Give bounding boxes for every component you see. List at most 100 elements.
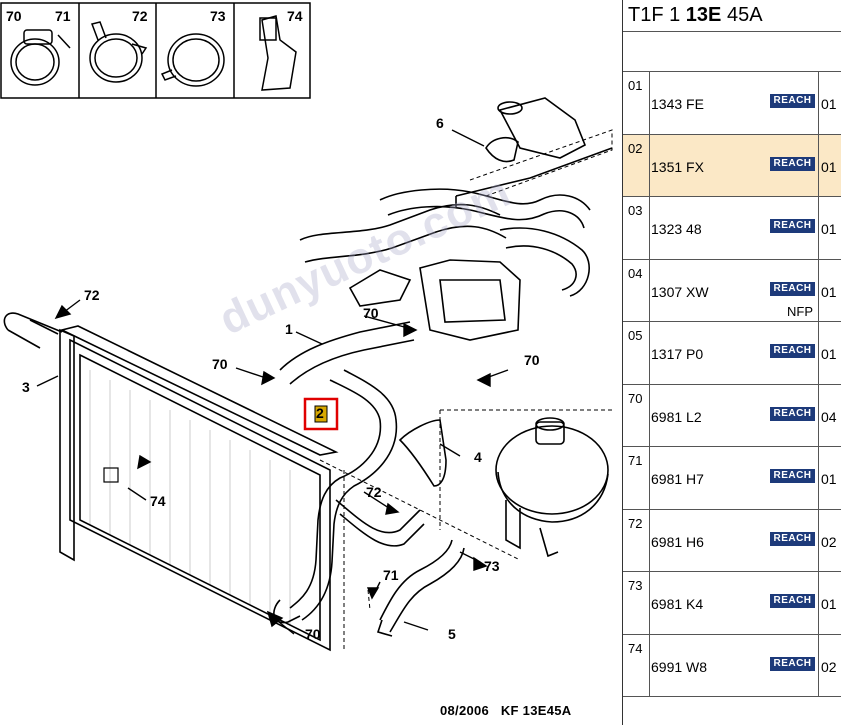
callout-70-upper: 70: [363, 305, 379, 321]
parts-row[interactable]: 71 6981 H7 REACH 01: [623, 447, 841, 510]
callout-73: 73: [484, 558, 500, 574]
reach-badge[interactable]: REACH: [770, 281, 815, 296]
clip-legend: [0, 2, 311, 99]
reach-badge[interactable]: REACH: [770, 531, 815, 546]
callout-4: 4: [474, 449, 482, 465]
leader-lines: [36, 129, 509, 635]
part-number: 1307 XW: [651, 283, 709, 300]
reach-badge[interactable]: REACH: [770, 344, 815, 358]
callout-3: 3: [22, 379, 30, 395]
parts-row[interactable]: 05 1317 P0 REACH 01: [623, 322, 841, 385]
reach-badge[interactable]: REACH: [770, 594, 815, 608]
quantity: 01: [821, 346, 837, 362]
quantity: 01: [821, 158, 837, 175]
row-divider: [818, 634, 819, 696]
row-index: 02: [628, 140, 643, 156]
callout-6: 6: [436, 115, 444, 131]
row-index: 01: [628, 78, 643, 93]
row-index: 70: [628, 390, 643, 406]
row-divider: [818, 447, 819, 509]
quantity: 01: [821, 596, 837, 612]
part-number: 6981 H7: [651, 471, 704, 487]
callout-72-mid: 72: [366, 484, 382, 500]
callout-70-left: 70: [212, 356, 228, 372]
legend-label-70: 70: [6, 8, 22, 24]
engine-hoses: [299, 97, 613, 341]
expansion-tank: [495, 417, 609, 558]
quantity: 01: [821, 221, 837, 237]
bleed-pipe: [398, 419, 447, 487]
row-divider: [818, 72, 819, 134]
callout-71: 71: [383, 567, 399, 583]
row-index: 03: [628, 203, 643, 218]
row-index: 71: [628, 453, 643, 468]
row-divider: [649, 134, 650, 196]
row-divider: [649, 509, 650, 571]
row-divider: [649, 572, 650, 634]
quantity: 01: [821, 471, 837, 487]
legend-label-72: 72: [132, 8, 148, 24]
callout-74: 74: [150, 493, 166, 509]
callout-70-right: 70: [524, 352, 540, 368]
reach-badge[interactable]: REACH: [770, 94, 815, 108]
row-index: 05: [628, 328, 643, 343]
header-divider: [623, 31, 841, 32]
row-index: 73: [628, 578, 643, 593]
part-number: 1351 FX: [651, 158, 704, 175]
part-number: 1323 48: [651, 221, 702, 237]
part-number: 6991 W8: [651, 658, 708, 675]
row-divider: [649, 197, 650, 259]
legend-label-74: 74: [287, 8, 303, 24]
row-index: 74: [628, 640, 643, 656]
parts-row[interactable]: 02 1351 FX REACH 01: [623, 134, 841, 197]
parts-row[interactable]: 01 1343 FE REACH 01: [623, 72, 841, 135]
reach-badge[interactable]: REACH: [770, 406, 815, 421]
row-divider: [818, 197, 819, 259]
legend-label-73: 73: [210, 8, 226, 24]
reference-bold: 13E: [685, 4, 722, 26]
drawing-reference-footer: 08/2006 KF 13E45A: [440, 703, 572, 718]
row-index: 72: [628, 515, 643, 531]
highlight-box: [303, 397, 339, 431]
row-divider: [649, 384, 650, 446]
reach-badge[interactable]: REACH: [770, 156, 815, 171]
diagram-drawing: [0, 2, 613, 652]
row-divider: [818, 322, 819, 384]
row-divider: [818, 572, 819, 634]
row-note: NFP: [787, 303, 813, 319]
row-divider: [649, 259, 650, 321]
callout-70-lower: 70: [305, 626, 321, 642]
radiator: [3, 312, 339, 652]
row-divider: [649, 447, 650, 509]
row-index: 04: [628, 265, 643, 281]
reach-badge[interactable]: REACH: [770, 219, 815, 233]
part-number: 1317 P0: [651, 346, 704, 362]
parts-row[interactable]: 03 1323 48 REACH 01: [623, 197, 841, 260]
exploded-diagram: 70 71 72 73 74 1 2 3 4 5 6 70 70 70 70 7…: [0, 2, 613, 718]
reach-badge[interactable]: REACH: [770, 469, 815, 483]
quantity: 01: [821, 96, 837, 112]
reach-badge[interactable]: REACH: [770, 656, 815, 671]
callout-5: 5: [448, 626, 456, 642]
header-divider: [623, 71, 841, 72]
quantity: 02: [821, 658, 837, 675]
row-divider: [649, 72, 650, 134]
reference-title: T1F 1 13E 45A: [628, 4, 763, 27]
callout-2: 2: [316, 405, 324, 421]
parts-row[interactable]: 73 6981 K4 REACH 01: [623, 572, 841, 635]
parts-table: T1F 1 13E 45A 01 1343 FE REACH 01 02 1351 FX R…: [622, 0, 841, 725]
part-number: 6981 K4: [651, 596, 704, 612]
part-number: 1343 FE: [651, 96, 704, 112]
quantity: 01: [821, 283, 837, 300]
quantity: 04: [821, 408, 837, 425]
reference-suffix: 45A: [721, 4, 763, 26]
reference-prefix: T1F 1: [628, 4, 686, 26]
callout-1: 1: [285, 321, 293, 337]
parts-row[interactable]: 74 6991 W8 REACH 02: [623, 634, 841, 697]
quantity: 02: [821, 533, 837, 550]
callout-72-top: 72: [84, 287, 100, 303]
row-divider: [818, 134, 819, 196]
